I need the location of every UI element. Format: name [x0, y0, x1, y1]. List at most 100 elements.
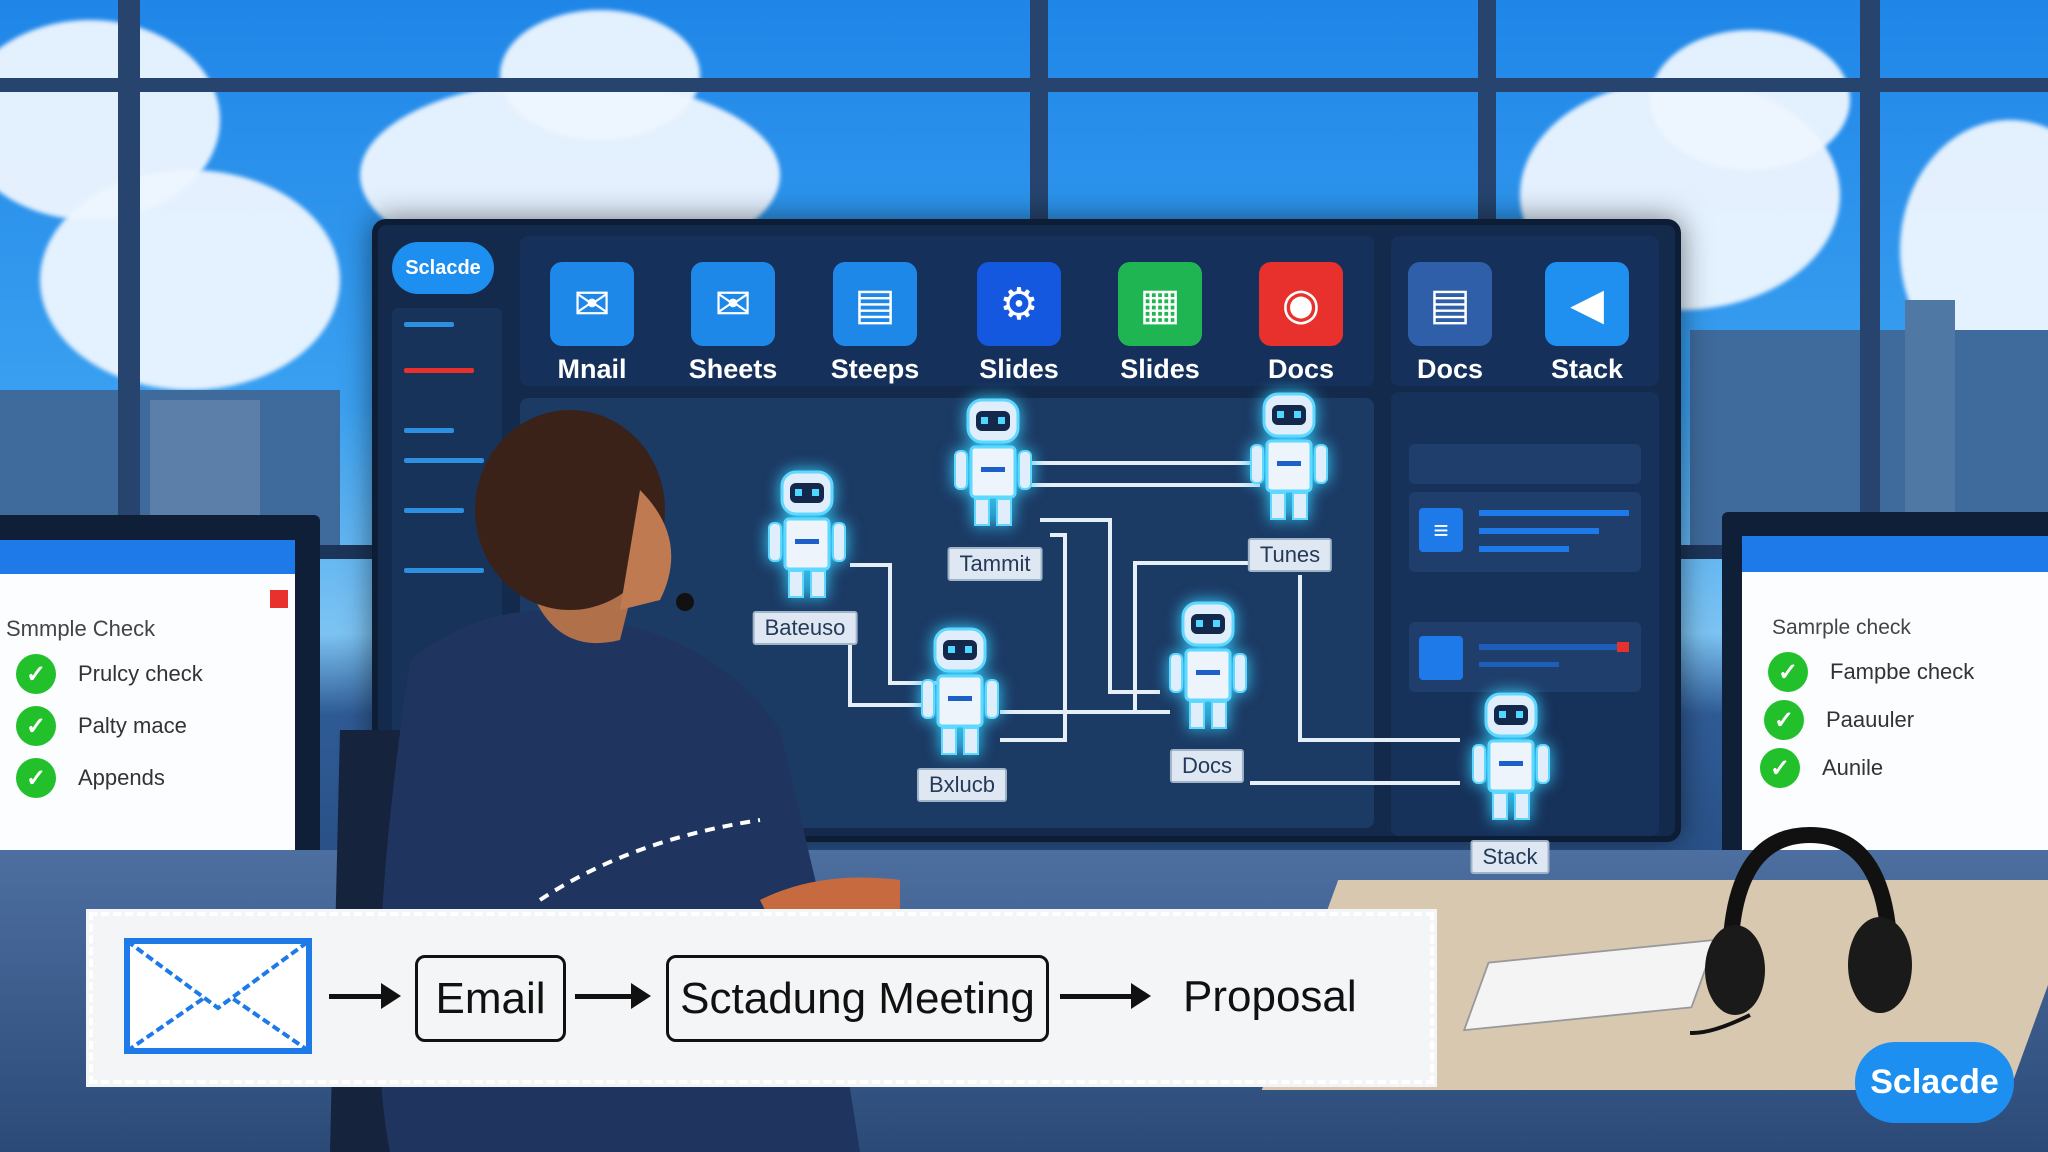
checklist-label: Aunile [1822, 755, 1884, 780]
brand-logo-bottom: Sclacde [1855, 1042, 2014, 1123]
building [1905, 300, 1955, 550]
left-monitor-screen: Smmple Check ✓ Prulcy check ✓Palty mace ✓… [0, 540, 295, 870]
status-dot [1617, 642, 1629, 652]
document-icon: ≡ [1419, 508, 1463, 552]
title-bar [0, 540, 295, 574]
cloud [1650, 30, 1850, 170]
checklist-title: Samrple check [1772, 616, 1911, 639]
checklist-item: ✓ Prulcy check [16, 654, 203, 694]
person-hair [475, 410, 665, 610]
app-7[interactable]: ◀ Stack [1532, 262, 1642, 385]
check-icon: ✓ [1760, 748, 1800, 788]
check-icon: ✓ [16, 654, 56, 694]
app-2[interactable]: ▤Steeps [820, 262, 930, 385]
robot-agent-icon[interactable] [757, 467, 857, 607]
arrow-icon [575, 983, 651, 1009]
bar [1479, 662, 1559, 667]
cloud [40, 170, 340, 390]
document-icon: ▤ [1408, 262, 1492, 346]
robot-agent-icon[interactable] [1239, 389, 1339, 529]
arrow-icon [329, 983, 401, 1009]
right-panel: ≡ [1391, 392, 1659, 836]
connector-line [1000, 533, 1067, 742]
checklist-label: Appends [78, 765, 165, 790]
robot-agent-icon[interactable] [1158, 598, 1258, 738]
app-label: Docs [1267, 354, 1335, 384]
checklist-title: Smmple Check [6, 616, 156, 641]
app-5[interactable]: ◉ Docs [1246, 262, 1356, 385]
megaphone-icon: ◀ [1545, 262, 1629, 346]
cloud [500, 10, 700, 140]
check-icon: ✓ [16, 758, 56, 798]
flow-step-email[interactable]: Email [415, 955, 566, 1042]
checklist-item: ✓ Appends [16, 758, 165, 798]
robot-agent-icon[interactable] [1461, 689, 1561, 829]
sidebar-item[interactable] [404, 508, 464, 513]
checklist-item: ✓ Paauuler [1764, 700, 1914, 740]
app-0[interactable]: ✉ Mnail [537, 262, 647, 385]
person-face [620, 490, 672, 610]
panel-card[interactable]: ≡ [1409, 492, 1641, 572]
sidebar-item[interactable] [404, 458, 484, 463]
check-icon: ✓ [16, 706, 56, 746]
agent-label: Tammit [947, 547, 1043, 581]
headset-mic-icon [676, 593, 694, 611]
app-label: Stack [1550, 354, 1624, 384]
checklist-label: Prulcy check [78, 661, 203, 686]
robot-agent-icon[interactable] [910, 624, 1010, 764]
envelope-icon [124, 938, 312, 1054]
title-bar [1742, 536, 2048, 572]
sidebar-item[interactable] [404, 428, 454, 433]
checklist-item: ✓ Aunile [1760, 748, 1883, 788]
flow-step-meeting[interactable]: Sctadung Meeting [666, 955, 1049, 1042]
gear-icon: ⚙ [977, 262, 1061, 346]
app-label: Mnail [557, 354, 627, 384]
workflow-strip: Email Sctadung Meeting Proposal [86, 909, 1437, 1087]
right-monitor-screen: Samrple check ✓ Fampbe check ✓ Paauuler ✓ A… [1742, 536, 2048, 876]
headphones-icon [1690, 826, 1912, 1035]
app-3[interactable]: ⚙Slides [964, 262, 1074, 385]
agent-label: Tunes [1247, 538, 1333, 572]
window-frame [1030, 0, 1048, 230]
connector-line [850, 563, 940, 685]
sidebar-item[interactable] [404, 322, 454, 327]
agent-label: Docs [1169, 749, 1245, 783]
sidebar-item[interactable] [404, 368, 474, 373]
agent-label: Stack [1470, 840, 1550, 874]
app-toolbar [520, 236, 1374, 386]
bar [1479, 528, 1599, 534]
window-frame [0, 78, 2048, 92]
checklist-item: ✓ Fampbe check [1768, 652, 1974, 692]
app-4[interactable]: ▦ Slides [1105, 262, 1215, 385]
app-label: Slides [1120, 354, 1200, 384]
check-icon: ✓ [1768, 652, 1808, 692]
dashed-pointer [538, 818, 761, 902]
robot-agent-icon[interactable] [943, 395, 1043, 535]
app-label: Sheets [688, 354, 778, 384]
bar [1479, 644, 1629, 650]
app-label: Steeps [830, 354, 920, 384]
app-1[interactable]: ✉ Sheets [678, 262, 788, 385]
checklist-label: Fampbe check [1830, 659, 1975, 684]
close-icon[interactable] [270, 590, 288, 608]
sidebar-item[interactable] [404, 568, 484, 573]
envelope-icon: ✉ [550, 262, 634, 346]
checklist-label: Paauuler [1826, 707, 1915, 732]
app-label: Docs [1416, 354, 1484, 384]
panel-row[interactable] [1409, 444, 1641, 484]
panel-card[interactable] [1409, 622, 1641, 692]
checklist-item: ✓Palty mace [16, 706, 187, 746]
agent-label: Bateuso [752, 611, 858, 645]
check-icon: ✓ [1764, 700, 1804, 740]
image-icon [1419, 636, 1463, 680]
app-6[interactable]: ▤ Docs [1395, 262, 1505, 385]
record-icon: ◉ [1259, 262, 1343, 346]
envelope-icon: ✉ [691, 262, 775, 346]
brand-logo[interactable]: Sclacde [392, 242, 494, 294]
flow-step-proposal[interactable]: Proposal [1183, 972, 1357, 1021]
agent-label: Bxlucb [916, 768, 1008, 802]
connector-line [1298, 575, 1460, 742]
grid-icon: ▦ [1118, 262, 1202, 346]
